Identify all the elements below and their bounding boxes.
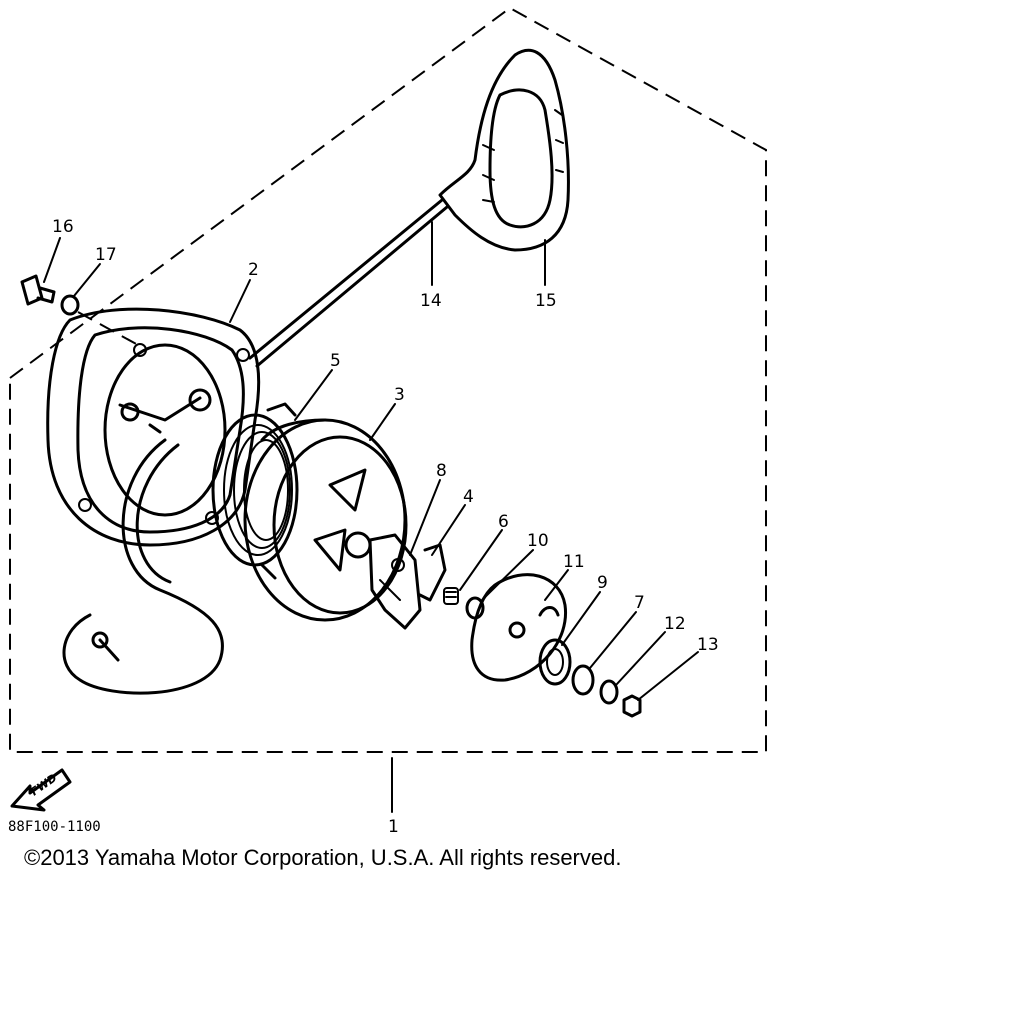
bolt-centerline xyxy=(77,311,139,346)
label-part-14: 14 xyxy=(420,291,442,311)
starter-rope xyxy=(62,198,449,695)
label-part-15: 15 xyxy=(535,291,557,311)
friction-plate xyxy=(470,573,568,682)
pawl-spring xyxy=(418,543,447,602)
starter-case xyxy=(46,307,261,547)
spring-washer xyxy=(538,638,572,686)
nut xyxy=(622,694,642,718)
label-part-1: 1 xyxy=(388,817,399,837)
washer-17 xyxy=(60,294,80,316)
leader-lines xyxy=(43,221,699,701)
label-part-12: 12 xyxy=(664,614,686,634)
collar xyxy=(443,587,459,605)
bolt xyxy=(20,274,56,306)
pawl xyxy=(368,533,422,630)
label-part-2: 2 xyxy=(248,260,259,280)
copyright-notice: ©2013 Yamaha Motor Corporation, U.S.A. A… xyxy=(24,845,622,870)
label-part-3: 3 xyxy=(394,385,405,405)
label-part-6: 6 xyxy=(498,512,509,532)
diagram-ref-code: 88F100-1100 xyxy=(8,819,101,835)
label-part-16: 16 xyxy=(52,217,74,237)
label-part-4: 4 xyxy=(463,487,474,507)
label-part-7: 7 xyxy=(634,593,645,613)
fwd-arrow-icon: FWD xyxy=(10,768,72,812)
lock-washer xyxy=(599,679,619,705)
assembly-boundary xyxy=(9,6,767,753)
label-part-11: 11 xyxy=(563,552,585,572)
sheave-drum xyxy=(243,418,408,622)
grip-handle xyxy=(438,48,570,252)
label-part-10: 10 xyxy=(527,531,549,551)
label-part-8: 8 xyxy=(436,461,447,481)
label-part-17: 17 xyxy=(95,245,117,265)
label-part-9: 9 xyxy=(597,573,608,593)
label-part-13: 13 xyxy=(697,635,719,655)
label-part-5: 5 xyxy=(330,351,341,371)
washer-7 xyxy=(571,664,595,696)
